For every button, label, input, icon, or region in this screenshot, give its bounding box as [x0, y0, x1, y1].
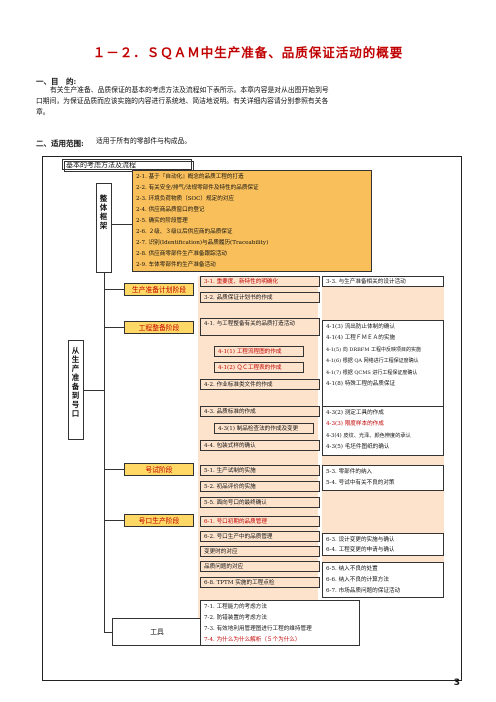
connector-stage1: [104, 289, 124, 290]
framework-item: 2-2. 有关安全/排气/法规零部件及特性的品质保证: [136, 185, 259, 191]
stage-2-tab: 工程整备阶段: [124, 321, 194, 334]
tools-list: 7-1. 工程能力的考虑方法 7-2. 防错装置的考虑方法 7-3. 有效地利用…: [200, 600, 360, 646]
stage2-subitem: 4-1(1) 工程流程图的作成: [214, 346, 304, 357]
section-1-line-2: 口期间，为保证品质而应该实施的内容进行系统地、简洁地说明。有关详细内容请分别参照…: [36, 97, 329, 105]
left-connector: [84, 390, 104, 391]
stage2-item: 4-1. 与工程整备有关的品质打造活动: [200, 318, 320, 336]
framework-item: 2-3. 环境负荷物质（SOC）规定的对应: [136, 196, 234, 202]
tool-item: 7-4. 为什么为什么解析（５个为什么）: [204, 637, 301, 643]
stage-1-tab: 生产准备计划阶段: [124, 283, 194, 296]
section-1-heading: 一、目 的:: [36, 77, 77, 86]
stage2-subitem: 4-1(2) ＱＣ工程表的作成: [214, 362, 304, 373]
stage4-right-item: 6-4. 工程变更的申请与确认: [326, 547, 395, 553]
stage4-right-item: 6-3. 设计变更的实施与确认: [326, 537, 395, 543]
framework-item: 2-7. 识别(Identification)与品质履历(Traceabilit…: [136, 240, 269, 246]
stage3-right-list: 5-3. 零部件的纳入 5-4. 号试中有关不良的对策: [322, 465, 444, 491]
page-title: １－２．ＳＱＡＭ中生产准备、品质保证活动的概要: [92, 45, 404, 60]
stage3-right-item: 5-4. 号试中有关不良的对策: [326, 480, 395, 486]
connector-stage3: [104, 469, 124, 470]
left-top-label: 整体框架: [99, 194, 108, 230]
stage2-right-item: 4-1(6) 根据 QA 网络进行工程保证度确认: [326, 358, 419, 365]
stage2-right-item: 4-1(7) 根据 QCMS 进行工程保证度确认: [326, 369, 418, 376]
stage4-item: 6-1. 号口初期的品质管理: [200, 516, 320, 527]
stage4-item: 6-8. TPTM 实施的工程点检: [200, 577, 320, 588]
stage2-right-item: 4-3(3) 限度样本的作成: [326, 421, 384, 428]
section-1-line-3: 章。: [36, 108, 50, 116]
left-top-box: [96, 183, 112, 273]
section-2-heading: 二、适用范围:: [36, 139, 84, 148]
tool-item: 7-1. 工程能力的考虑方法: [204, 604, 267, 610]
diagram-top-label: 基本的考虑方法及流程: [62, 159, 192, 170]
main-connector: [104, 273, 105, 633]
stage4-item: 品质问题的对应: [200, 561, 320, 572]
tool-item: 7-3. 有效地利用管理图进行工程的维持管理: [204, 626, 312, 632]
framework-box: 2-1. 基于『自动化』概念的品质工程的打造 2-2. 有关安全/排气/法规零部…: [132, 170, 372, 272]
stage2-right-list-top: 4-1(3) 流出防止体制的确认 4-1(4) 工程ＦＭＥＡ的实施 4-1(5)…: [322, 320, 444, 412]
stage4-right-list-bottom: 6-5. 纳入不良的处置 6-6. 纳入不良的计算方法 6-7. 市场品质问题的…: [322, 562, 444, 598]
stage2-right-item: 4-3(4) 皮纹、光泽、颜色辨度的承认: [326, 432, 411, 439]
framework-item: 2-8. 供应商零部件生产准备跟踪活动: [136, 251, 227, 257]
stage3-item: 5-5. 面向号口的最终确认: [200, 497, 320, 508]
connector-stage4: [104, 520, 124, 521]
stage3-item: 5-1. 生产试制的实施: [200, 465, 320, 476]
left-main-box: [68, 340, 84, 440]
left-main-label: 从生产准备到号口: [71, 346, 80, 418]
section-1-line-1: 有关生产准备、品质保证的基本的考虑方法及流程如下表所示。本章内容是对从出图开始到…: [50, 86, 329, 94]
stage2-right-item: 4-1(5) 向 DRBFM 工程中反映项目的实施: [326, 346, 421, 353]
framework-item: 2-4. 供应商品质窗口的登记: [136, 207, 205, 213]
stage2-right-item: 4-3(2) 测定工具的作成: [326, 410, 384, 416]
stage2-right-item: 4-3(5) 毛坯件图纸的确认: [326, 444, 390, 451]
framework-item: 2-5. 确实的阶段管理: [136, 218, 188, 224]
stage4-right-item: 6-5. 纳入不良的处置: [326, 566, 378, 572]
page-number: 3: [453, 678, 460, 688]
framework-item: 2-9. 车体零部件的生产准备活动: [136, 262, 216, 268]
stage4-right-item: 6-6. 纳入不良的计算方法: [326, 577, 389, 583]
stage2-right-list-bottom: 4-3(2) 测定工具的作成 4-3(3) 限度样本的作成 4-3(4) 皮纹、…: [322, 406, 444, 456]
stage-3-tab: 号试阶段: [124, 463, 194, 476]
stage3-right-item: 5-3. 零部件的纳入: [326, 469, 373, 475]
stage2-right-item: 4-1(4) 工程ＦＭＥＡ的实施: [326, 335, 396, 342]
stage4-item: 变更时的对应: [200, 546, 320, 557]
framework-item: 2-1. 基于『自动化』概念的品质工程的打造: [136, 174, 244, 180]
stage2-right-item: 4-1(3) 流出防止体制的确认: [326, 324, 396, 330]
stage2-item: 4-3. 品质标准的作成: [200, 406, 320, 417]
diagram-frame: [42, 156, 462, 681]
stage2-item: 4-4. 包装式样的确认: [200, 440, 320, 451]
stage4-right-list-top: 6-3. 设计变更的实施与确认 6-4. 工程变更的申请与确认: [322, 533, 444, 556]
tool-item: 7-2. 防错装置的考虑方法: [204, 615, 267, 621]
stage4-item: 6-2. 号口生产中的品质管理: [200, 531, 320, 542]
stage3-item: 5-2. 初品评价的实施: [200, 481, 320, 492]
stage2-right-item: 4-1(8) 特殊工程的品质保证: [326, 381, 396, 388]
framework-item: 2-6. ２级、３级以后供应商的品质保证: [136, 229, 233, 235]
stage2-subitem: 4-3(1) 制品检查法的作成及变更: [214, 423, 314, 434]
stage-4-tab: 号口生产阶段: [124, 514, 194, 527]
section-2-text: 适用于所有的零部件与构成品。: [96, 137, 192, 145]
connector-stage2: [104, 327, 124, 328]
top-label-shadow: [64, 161, 194, 172]
connector-frame: [112, 224, 132, 225]
stage2-item: 4-2. 作业标准类文件的作成: [200, 379, 320, 390]
stage4-right-item: 6-7. 市场品质问题的保证活动: [326, 588, 401, 594]
tools-tab: 工具: [112, 618, 202, 646]
stage1-item: 3-2. 品质保证计划书的作成: [200, 292, 320, 303]
stage1-item: 3-1. 重要度、新特性的明确化: [200, 276, 320, 287]
stage1-right-item: 3-3. 与生产准备相关的设计活动: [322, 276, 444, 287]
